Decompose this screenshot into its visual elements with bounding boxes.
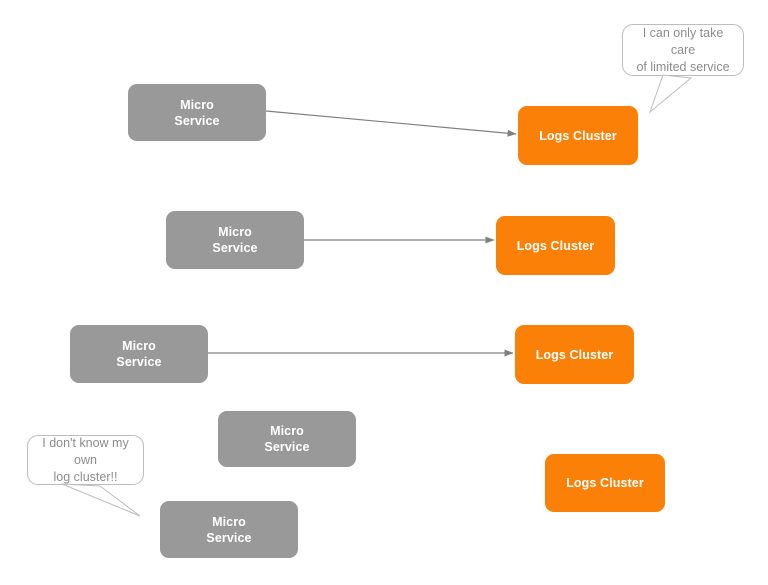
micro-service-label: Micro Service	[264, 424, 310, 454]
logs-cluster-node-4[interactable]: Logs Cluster	[545, 454, 665, 512]
speech-bubble-tail-limited-service	[648, 74, 693, 114]
speech-bubble-text: I don't know my own log cluster!!	[42, 435, 129, 484]
micro-service-label: Micro Service	[174, 97, 220, 128]
micro-service-node-5[interactable]: Micro Service	[160, 501, 298, 558]
logs-cluster-label: Logs Cluster	[539, 128, 617, 143]
logs-cluster-label: Logs Cluster	[516, 238, 595, 253]
speech-bubble-text: I can only take care of limited service	[636, 25, 730, 74]
micro-service-node-3[interactable]: Micro Service	[70, 325, 208, 383]
speech-bubble-tail-unknown-cluster	[61, 483, 141, 517]
connector-arrow-1	[265, 110, 517, 137]
logs-cluster-node-2[interactable]: Logs Cluster	[496, 216, 615, 275]
logs-cluster-node-3[interactable]: Logs Cluster	[515, 325, 634, 384]
micro-service-label: Micro Service	[212, 225, 258, 255]
micro-service-node-2[interactable]: Micro Service	[166, 211, 304, 269]
logs-cluster-label: Logs Cluster	[535, 347, 614, 362]
micro-service-label: Micro Service	[206, 514, 252, 545]
logs-cluster-label: Logs Cluster	[566, 476, 644, 490]
speech-bubble-limited-service: I can only take care of limited service	[622, 24, 744, 76]
micro-service-label: Micro Service	[116, 339, 162, 369]
speech-bubble-unknown-cluster: I don't know my own log cluster!!	[27, 435, 144, 485]
logs-cluster-node-1[interactable]: Logs Cluster	[518, 106, 638, 165]
micro-service-node-4[interactable]: Micro Service	[218, 411, 356, 467]
micro-service-node-1[interactable]: Micro Service	[128, 84, 266, 141]
